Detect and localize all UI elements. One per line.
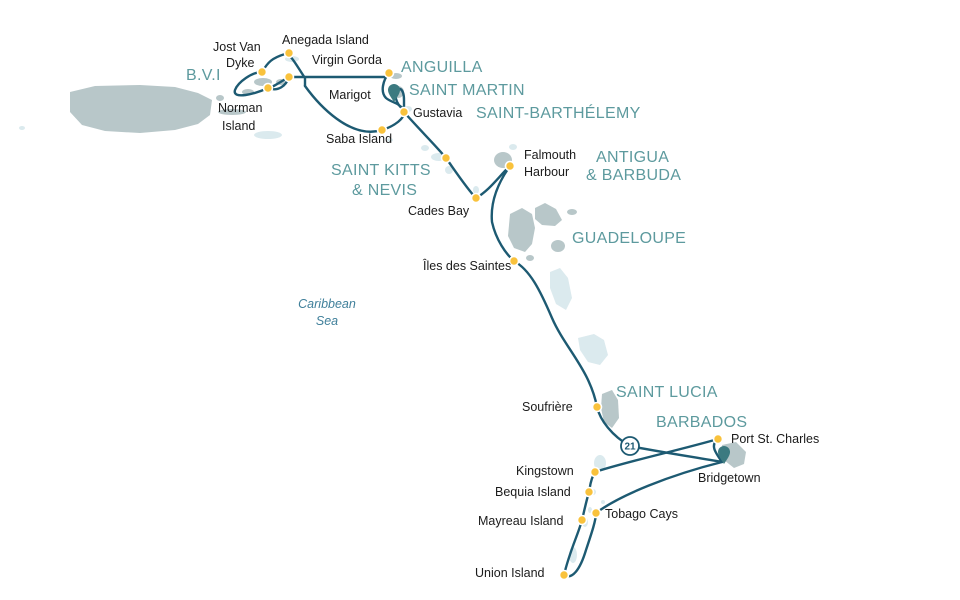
island-saba-land	[387, 138, 393, 142]
island-st-vincent	[594, 455, 606, 471]
stop-iles-des-saintes[interactable]	[508, 255, 520, 267]
island-desirade	[567, 209, 577, 215]
pin-icon-marigot	[388, 84, 400, 102]
region-label-saint-martin: SAINT MARTIN	[409, 82, 525, 99]
route-day-badge-label: 21	[624, 442, 636, 453]
island-puerto-rico	[70, 85, 212, 133]
stop-tobago-cays[interactable]	[590, 507, 602, 519]
port-label-jost-van-dyke-line2: Dyke	[226, 56, 255, 70]
stop-st-kitts[interactable]	[440, 152, 452, 164]
island-martinique	[578, 334, 608, 365]
stop-virgin-gorda[interactable]	[283, 71, 295, 83]
stop-union[interactable]	[558, 569, 570, 581]
stop-bequia[interactable]	[583, 486, 595, 498]
port-label-jost-van-dyke-line1: Jost Van	[213, 40, 261, 54]
stop-port-st-charles[interactable]	[712, 433, 724, 445]
port-label-anegada: Anegada Island	[282, 33, 369, 47]
port-label-falmouth-line1: Falmouth	[524, 148, 576, 162]
region-labels: B.V.I ANGUILLA SAINT MARTIN SAINT-BARTHÉ…	[186, 59, 747, 431]
island-mustique	[601, 500, 605, 504]
island-marie-galante	[551, 240, 565, 252]
port-stops	[256, 47, 724, 581]
region-label-saint-kitts-line2: & NEVIS	[352, 182, 417, 199]
port-label-bridgetown: Bridgetown	[698, 471, 761, 485]
region-label-antigua-line1: ANTIGUA	[596, 149, 669, 166]
port-label-falmouth-line2: Harbour	[524, 165, 569, 179]
route-saintes-soufriere	[512, 259, 599, 409]
route-gustavia-falmouth	[402, 110, 516, 263]
island-statia	[421, 145, 429, 151]
port-label-soufriere: Soufrière	[522, 400, 573, 414]
island-les-saintes-land	[526, 255, 534, 261]
port-label-iles-des-saintes: Îles des Saintes	[422, 258, 511, 273]
stop-anguilla[interactable]	[383, 67, 395, 79]
port-label-tobago-cays: Tobago Cays	[605, 507, 678, 521]
stop-cades-bay[interactable]	[470, 192, 482, 204]
sea-label: Caribbean Sea	[298, 297, 356, 328]
island-vieques	[218, 109, 246, 115]
island-culebra	[216, 95, 224, 101]
region-label-saint-barthelemy: SAINT-BARTHÉLEMY	[476, 103, 641, 122]
route-day-badge: 21	[620, 436, 640, 456]
region-label-antigua-line2: & BARBUDA	[586, 167, 681, 184]
region-label-bvi: B.V.I	[186, 67, 221, 84]
island-montserrat	[473, 186, 479, 194]
port-label-marigot: Marigot	[329, 88, 371, 102]
port-label-norman-line1: Norman	[218, 101, 263, 115]
island-st-lucia-land	[601, 390, 619, 428]
island-barbuda	[509, 144, 517, 150]
sea-label-line1: Caribbean	[298, 297, 356, 311]
sea-label-line2: Sea	[316, 314, 338, 328]
island-guadeloupe-grande-terre	[535, 203, 562, 226]
stop-saba[interactable]	[376, 124, 388, 136]
port-label-mayreau: Mayreau Island	[478, 514, 564, 528]
port-label-saba: Saba Island	[326, 132, 392, 146]
port-label-cades-bay: Cades Bay	[408, 204, 470, 218]
port-label-virgin-gorda: Virgin Gorda	[312, 53, 382, 67]
stop-kingstown[interactable]	[589, 466, 601, 478]
island-dominica	[550, 268, 572, 310]
stop-jost-van-dyke[interactable]	[256, 66, 268, 78]
island-guadeloupe-land	[508, 208, 535, 252]
route-soufriere-barbados	[595, 405, 724, 464]
region-label-saint-kitts-line1: SAINT KITTS	[331, 162, 431, 179]
port-label-port-st-charles: Port St. Charles	[731, 432, 819, 446]
stop-mayreau[interactable]	[576, 514, 588, 526]
island-st-croix	[254, 131, 282, 139]
region-label-anguilla: ANGUILLA	[401, 59, 483, 76]
port-label-union: Union Island	[475, 566, 545, 580]
port-label-bequia: Bequia Island	[495, 485, 571, 499]
port-labels: Jost Van Dyke Anegada Island Virgin Gord…	[213, 33, 819, 580]
region-label-guadeloupe: GUADELOUPE	[572, 230, 686, 247]
stop-norman[interactable]	[262, 82, 274, 94]
port-label-norman-line2: Island	[222, 119, 255, 133]
port-label-kingstown: Kingstown	[516, 464, 574, 478]
stop-falmouth[interactable]	[504, 160, 516, 172]
port-label-gustavia: Gustavia	[413, 106, 462, 120]
region-label-saint-lucia: SAINT LUCIA	[616, 384, 718, 401]
cruise-route	[233, 52, 724, 578]
stop-gustavia[interactable]	[398, 106, 410, 118]
stop-soufriere[interactable]	[591, 401, 603, 413]
region-label-barbados: BARBADOS	[656, 414, 747, 431]
pin-icon-bridgetown	[718, 446, 730, 464]
island-nevis-land	[445, 166, 453, 174]
stop-anegada[interactable]	[283, 47, 295, 59]
island-mona	[19, 126, 25, 130]
